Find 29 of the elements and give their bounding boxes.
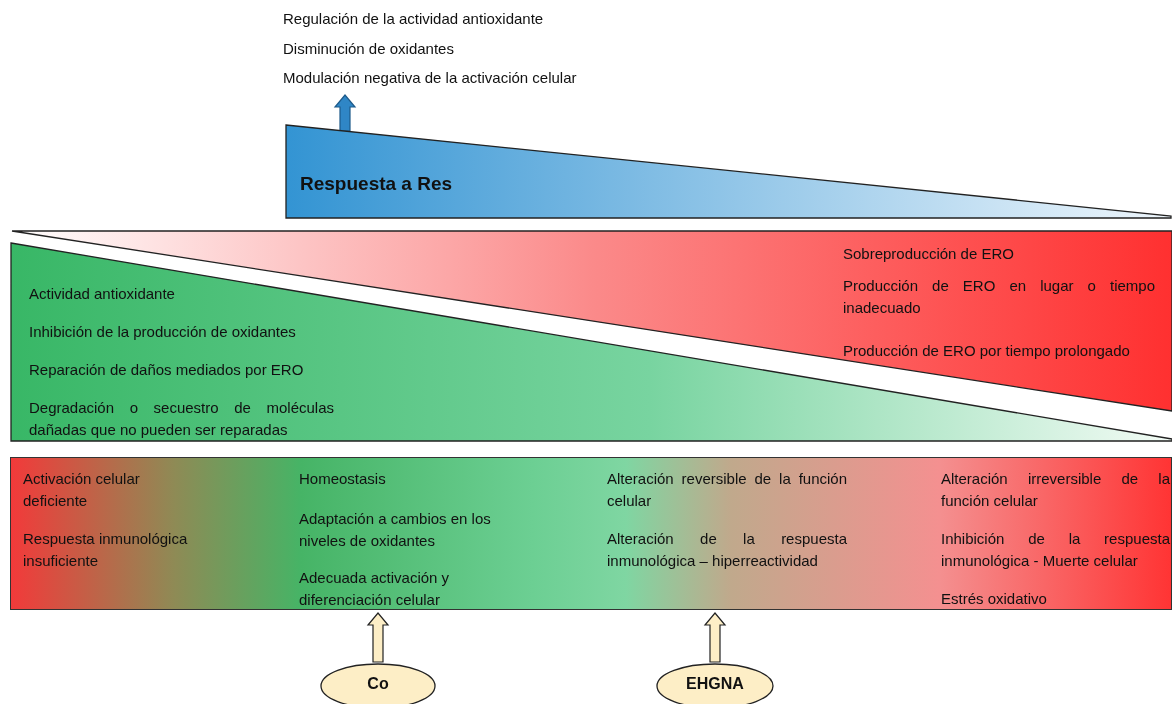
text-line: Alteración irreversible de la función celular — [941, 469, 1170, 511]
factor-label: EHGNA — [685, 674, 745, 694]
wedge-title: Respuesta a Res — [300, 172, 454, 196]
text-line: Sobreproducción de ERO — [843, 244, 1015, 264]
text-line: Actividad antioxidante — [29, 284, 176, 304]
text-line: Homeostasis — [299, 469, 387, 489]
text-line: Producción de ERO en lugar o tiempo inadecuado — [843, 276, 1155, 318]
text-line: Adecuada activación y diferenciación celular — [299, 568, 451, 610]
text-line: Degradación o secuestro de moléculas dañadas que no pueden ser reparadas — [29, 398, 334, 440]
text-line: Inhibición de la respuesta inmunológica - Muerte celular — [941, 529, 1170, 571]
block-arrow — [703, 612, 727, 663]
text-line: Disminución de oxidantes — [283, 39, 455, 59]
text-line: Inhibición de la producción de oxidantes — [29, 322, 297, 342]
text-line: Estrés oxidativo — [941, 589, 1048, 609]
response-wedge — [285, 124, 1172, 219]
block-arrow — [366, 612, 390, 663]
text-line: Producción de ERO por tiempo prolongado — [843, 341, 1131, 361]
outcome-band — [10, 457, 1172, 610]
text-line: Alteración reversible de la función celular — [607, 469, 847, 511]
block-arrow — [333, 94, 357, 132]
text-line: Adaptación a cambios en los niveles de oxidantes — [299, 509, 492, 551]
text-line: Regulación de la actividad antioxidante — [283, 9, 545, 29]
text-line: Modulación negativa de la activación celular — [283, 68, 578, 88]
text-line: Respuesta inmunológica insuficiente — [23, 529, 189, 571]
text-line: Reparación de daños mediados por ERO — [29, 360, 305, 380]
antioxidant-wedge — [10, 242, 1172, 442]
text-line: Alteración de la respuesta inmunológica – hiperreactividad — [607, 529, 847, 571]
text-line: Activación celular deficiente — [23, 469, 141, 511]
factor-label: Co — [366, 674, 390, 694]
